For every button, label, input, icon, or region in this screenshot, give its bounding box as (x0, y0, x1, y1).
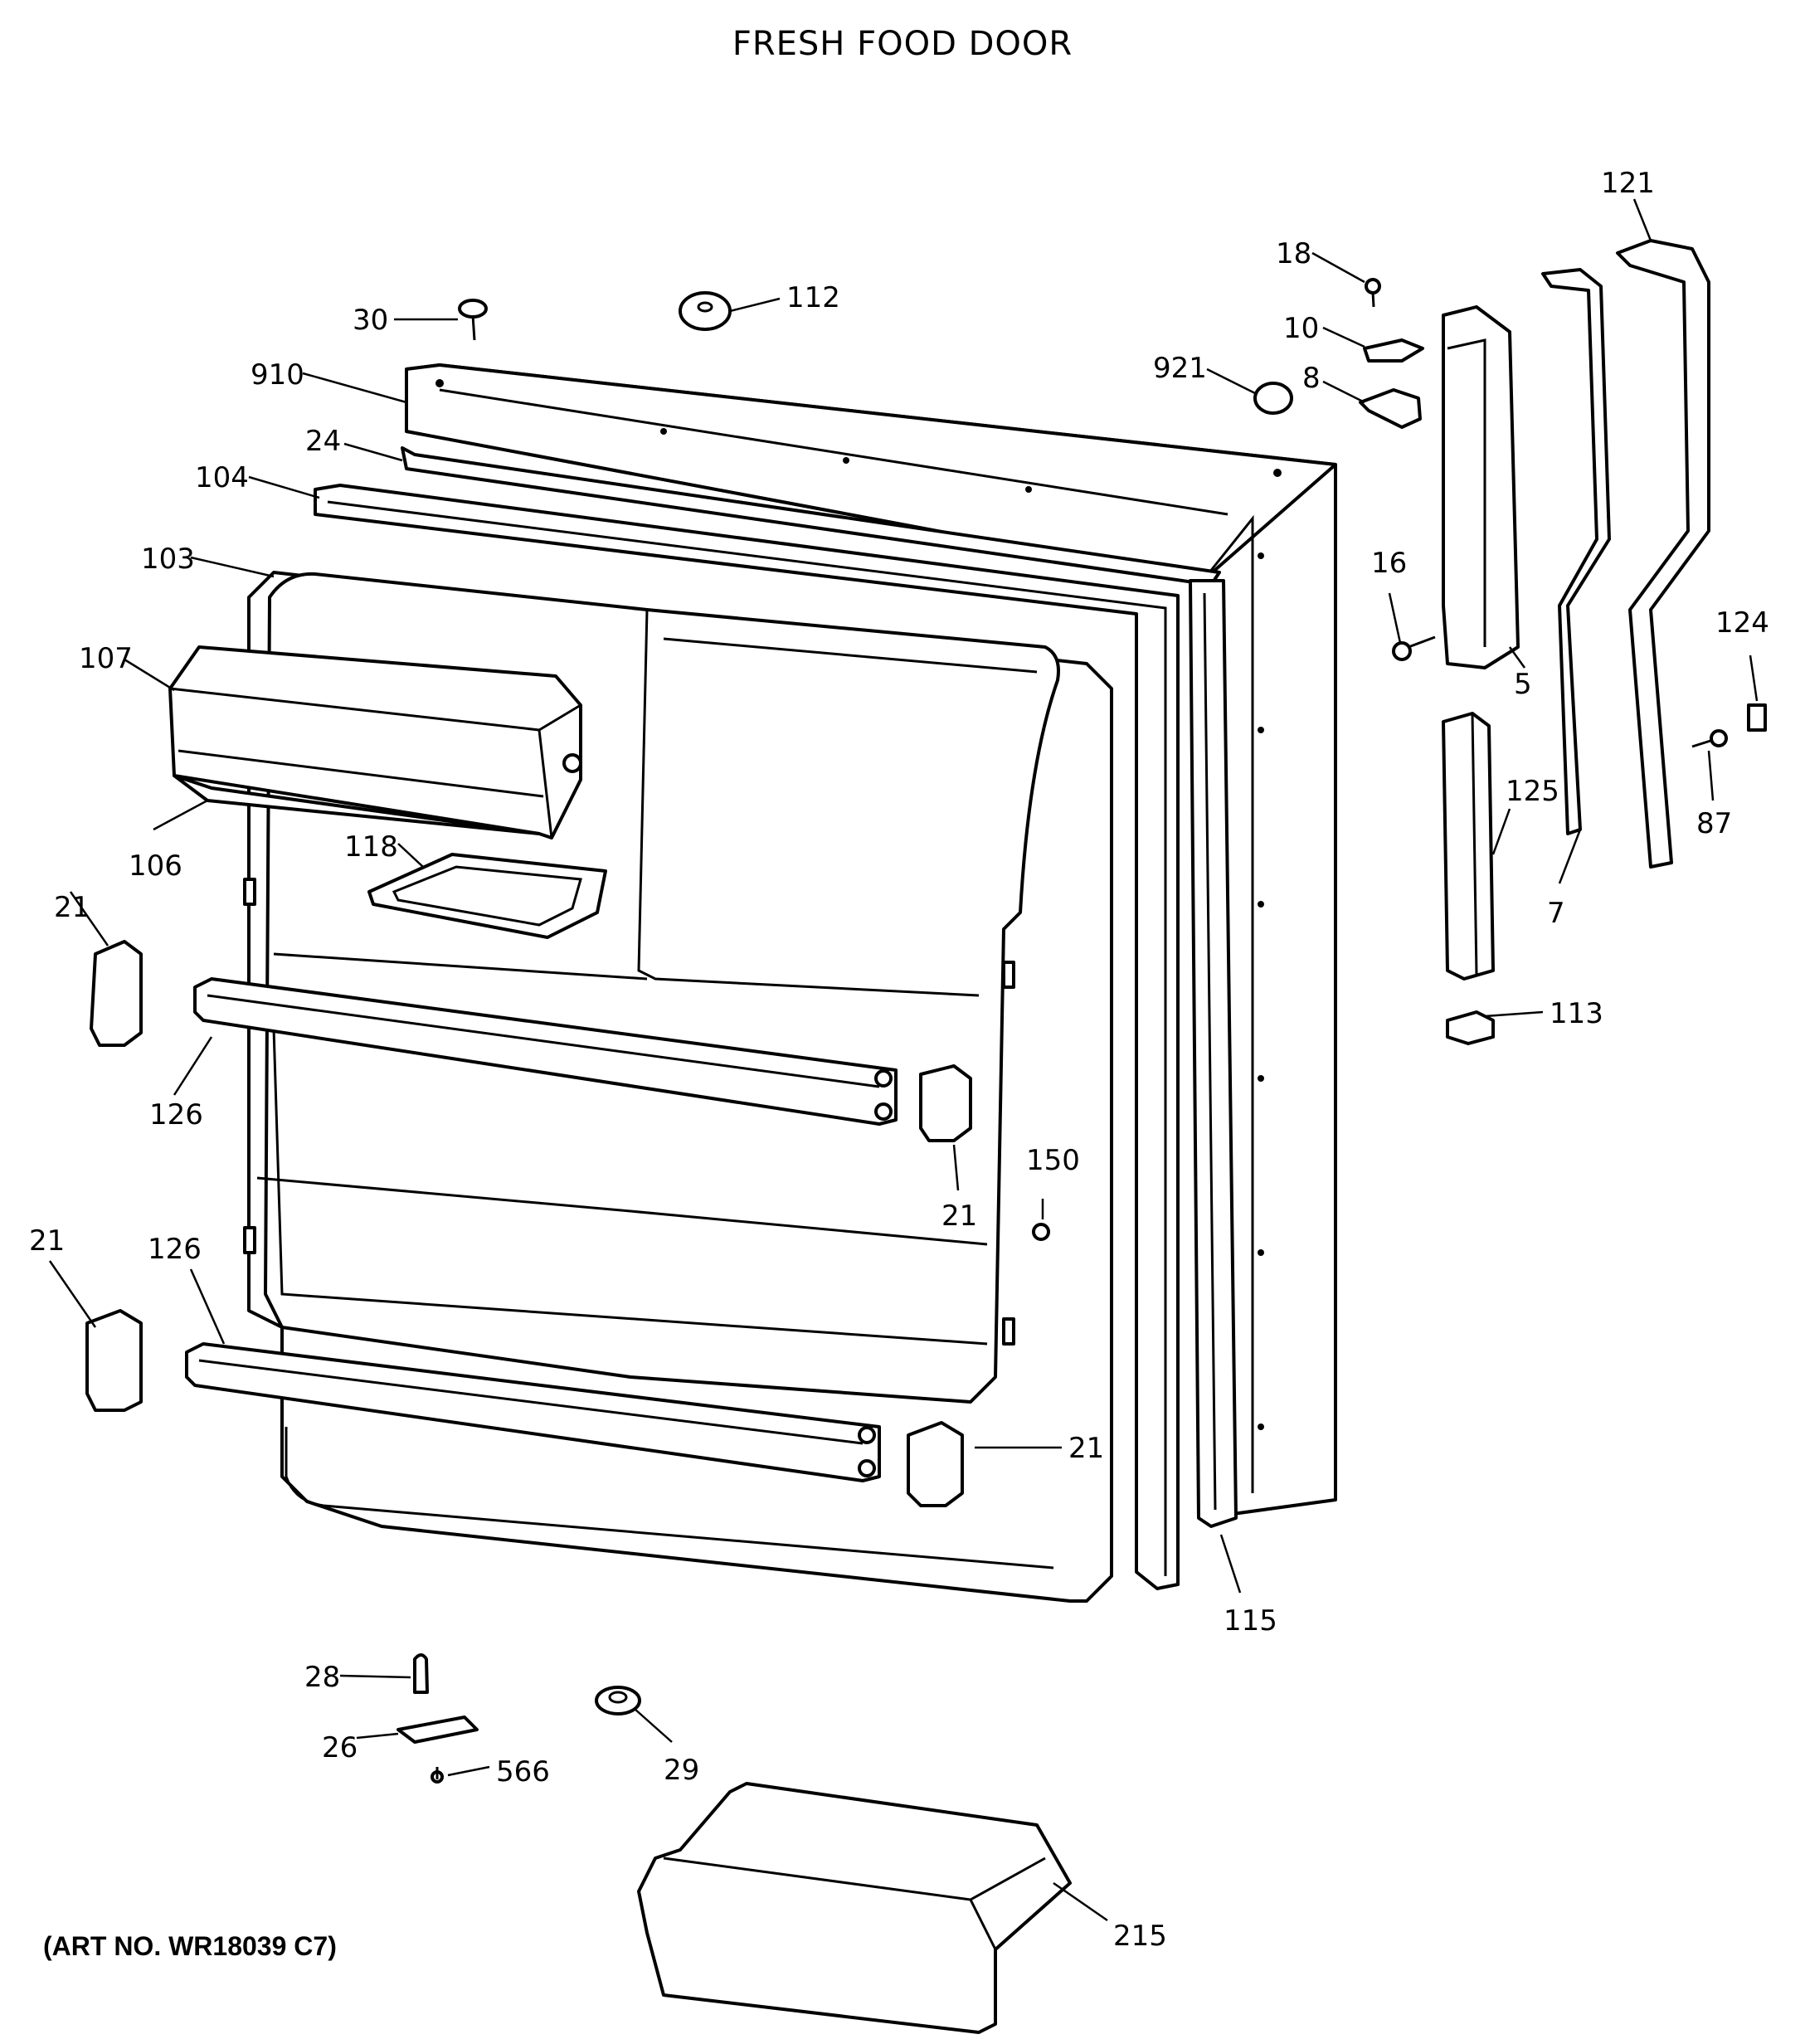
callout-87: 87 (1696, 807, 1732, 840)
screw-150 (1032, 1223, 1050, 1241)
callout-5: 5 (1514, 668, 1532, 701)
screw-30 (458, 299, 488, 341)
diagram-title: FRESH FOOD DOOR (732, 25, 1073, 63)
callout-126-lower: 126 (148, 1233, 202, 1266)
lower-door-shelf (185, 1342, 881, 1482)
bottle-shelf-215 (637, 1782, 1072, 2034)
callout-106: 106 (129, 849, 182, 883)
callout-labels: 121 18 10 8 921 5 16 30 112 910 24 104 1… (29, 167, 1769, 1953)
breaker-strip (1189, 579, 1238, 1528)
handle-121 (1616, 239, 1710, 869)
screw-87 (1691, 729, 1728, 748)
callout-24: 24 (305, 425, 341, 458)
callout-16: 16 (1371, 547, 1407, 580)
hinge-plate-26 (397, 1716, 479, 1744)
callout-29: 29 (664, 1754, 699, 1787)
cam-8 (1359, 388, 1422, 429)
callout-21-lower-right: 21 (1068, 1432, 1104, 1465)
callout-28: 28 (304, 1661, 340, 1694)
callout-30: 30 (353, 304, 388, 337)
top-trim-strip (401, 446, 1221, 586)
callout-104: 104 (195, 461, 249, 494)
callout-125: 125 (1506, 775, 1559, 808)
callout-26: 26 (322, 1731, 358, 1764)
callout-8: 8 (1302, 362, 1321, 395)
handle-mount-5 (1442, 305, 1520, 669)
plug-112 (679, 291, 732, 331)
cap-28 (413, 1653, 429, 1694)
shim-10 (1363, 338, 1424, 363)
callout-7: 7 (1547, 897, 1565, 930)
art-number: (ART NO. WR18039 C7) (43, 1931, 337, 1961)
screw-566 (431, 1767, 444, 1784)
door-gasket (314, 484, 1180, 1590)
callout-103: 103 (141, 543, 195, 576)
trim-bracket-125 (1442, 712, 1495, 981)
callout-118: 118 (344, 830, 398, 864)
screw-16 (1392, 635, 1436, 661)
callout-112: 112 (786, 281, 840, 314)
handle-7 (1541, 268, 1611, 835)
hinge-cover-113 (1446, 1010, 1495, 1045)
upper-door-shelf (193, 977, 898, 1126)
plug-921 (1253, 382, 1293, 415)
callout-126-upper: 126 (149, 1098, 203, 1132)
callout-215: 215 (1113, 1920, 1167, 1953)
bushing-29 (595, 1686, 641, 1716)
screw-18 (1365, 278, 1381, 308)
callout-18: 18 (1276, 237, 1311, 270)
callout-113: 113 (1550, 997, 1603, 1030)
leader-lines (48, 198, 1759, 1922)
callout-910: 910 (251, 358, 304, 392)
callout-121: 121 (1601, 167, 1655, 200)
callout-107: 107 (79, 642, 133, 675)
callout-150: 150 (1026, 1144, 1080, 1177)
outer-door-panel (405, 363, 1337, 1520)
callout-21-upper-left: 21 (54, 891, 90, 924)
callout-921: 921 (1153, 352, 1207, 385)
clip-124 (1747, 703, 1767, 732)
egg-tray (367, 853, 607, 939)
butter-compartment (168, 645, 582, 840)
shelf-end-cap (85, 940, 972, 1507)
callout-566: 566 (496, 1755, 550, 1788)
callout-124: 124 (1715, 606, 1769, 640)
callout-21-upper-right: 21 (941, 1200, 977, 1233)
callout-10: 10 (1283, 312, 1319, 345)
callout-21-lower-left: 21 (29, 1224, 65, 1258)
callout-115: 115 (1224, 1604, 1277, 1638)
